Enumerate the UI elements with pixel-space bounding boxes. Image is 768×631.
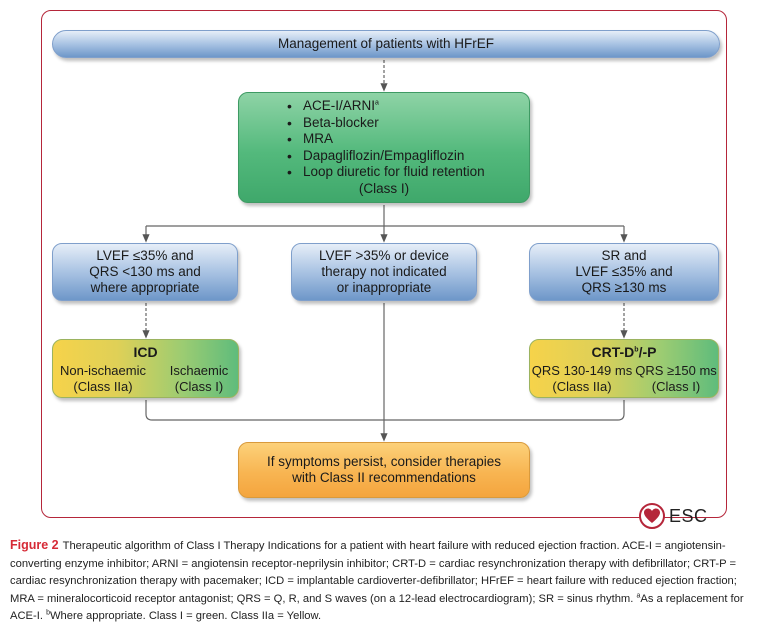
criteria-left-line: LVEF ≤35% and (96, 248, 194, 263)
icd-non-ischaemic: Non-ischaemic (Class IIa) (60, 363, 146, 394)
first-line-item: Beta-blocker (287, 115, 485, 132)
criteria-left-line: QRS <130 ms and (89, 264, 201, 279)
icd-box: ICD Non-ischaemic (Class IIa) Ischaemic … (52, 339, 239, 398)
criteria-right-box: SR and LVEF ≤35% and QRS ≥130 ms (529, 243, 719, 301)
esc-logo-text: ESC (669, 506, 708, 526)
title-box: Management of patients with HFrEF (52, 30, 720, 58)
first-line-item: ACE-I/ARNIa (287, 98, 485, 115)
caption-sup-b: b (46, 609, 50, 617)
crt-qrs-130-149: QRS 130-149 ms (Class IIa) (531, 363, 633, 394)
criteria-left-box: LVEF ≤35% and QRS <130 ms and where appr… (52, 243, 238, 301)
figure-label: Figure 2 (10, 538, 59, 552)
caption-sup-a: a (636, 591, 641, 599)
criteria-left-line: where appropriate (90, 280, 200, 295)
icd-ischaemic: Ischaemic (Class I) (169, 363, 229, 394)
first-line-item: MRA (287, 131, 485, 148)
title-text: Management of patients with HFrEF (277, 36, 495, 51)
caption-footnote-b: Where appropriate. Class I = green. Clas… (49, 610, 322, 622)
criteria-right-line: LVEF ≤35% and (575, 264, 673, 279)
esc-logo: ESC (639, 503, 731, 529)
criteria-middle-line: LVEF >35% or device (319, 248, 449, 263)
criteria-middle-line: or inappropriate (336, 280, 432, 295)
criteria-middle-box: LVEF >35% or device therapy not indicate… (291, 243, 477, 301)
criteria-right-line: SR and (601, 248, 647, 263)
crt-title: CRT-Db/-P (591, 344, 657, 360)
caption-text: Therapeutic algorithm of Class I Therapy… (10, 540, 737, 605)
line-merge-left (145, 400, 384, 421)
final-line: with Class II recommendations (292, 470, 476, 485)
criteria-middle-line: therapy not indicated (321, 264, 447, 279)
first-line-item: Dapagliflozin/Empagliflozin (287, 148, 485, 165)
heart-icon (639, 503, 665, 529)
crt-qrs-150: QRS ≥150 ms (Class I) (635, 363, 717, 394)
diagram-frame (41, 10, 727, 518)
first-line-class: (Class I) (358, 181, 410, 196)
first-line-item: Loop diuretic for fluid retention (287, 164, 485, 181)
final-line: If symptoms persist, consider therapies (266, 454, 502, 469)
crt-box: CRT-Db/-P QRS 130-149 ms (Class IIa) QRS… (529, 339, 719, 398)
final-recommendation-box: If symptoms persist, consider therapies … (238, 442, 530, 498)
line-merge-right (384, 400, 625, 421)
first-line-therapy-box: ACE-I/ARNIa Beta-blocker MRA Dapaglifloz… (238, 92, 530, 203)
criteria-right-line: QRS ≥130 ms (581, 280, 667, 295)
first-line-list: ACE-I/ARNIa Beta-blocker MRA Dapaglifloz… (287, 98, 485, 181)
icd-title: ICD (133, 344, 158, 360)
caption-footnote-a: As a replacement for ACE-I. (10, 592, 744, 623)
